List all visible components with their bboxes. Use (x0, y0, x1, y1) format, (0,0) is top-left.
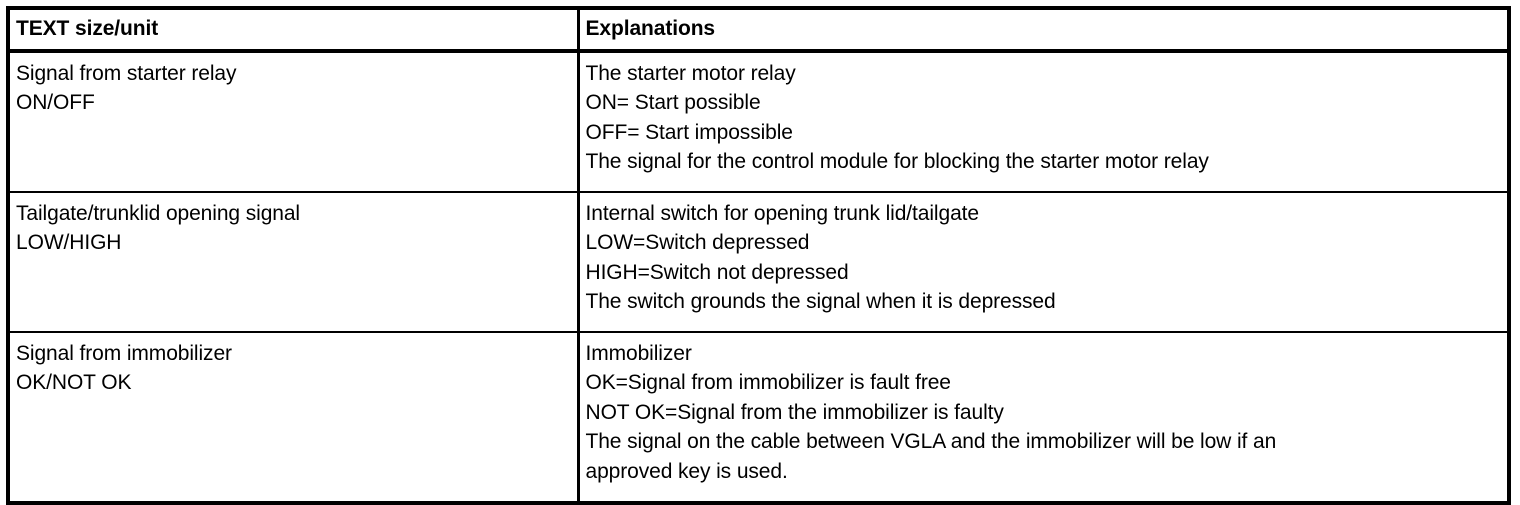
column-header-explanation: Explanations (578, 8, 1509, 53)
explanation-line: HIGH=Switch not depressed (585, 260, 849, 284)
page-root: TEXT size/unit Explanations Signal from … (6, 6, 1511, 505)
explanation-line: The signal for the control module for bl… (585, 150, 1209, 173)
row-explanation-cell: The starter motor relay ON= Start possib… (578, 51, 1509, 192)
explanation-line: ON= Start possible (585, 91, 761, 114)
explanation-line: The signal on the cable between VGLA and… (585, 430, 1277, 453)
term-line: ON/OFF (16, 91, 95, 114)
explanation-line: LOW=Switch depressed (585, 231, 810, 254)
explanation-line: approved key is used. (585, 459, 788, 483)
explanation-line: OFF= Start impossible (585, 120, 793, 144)
term-line: Tailgate/trunklid opening signal (16, 201, 300, 225)
term-line: OK/NOT OK (16, 371, 132, 394)
explanation-line: Internal switch for opening trunk lid/ta… (585, 201, 980, 225)
row-explanation-cell: Internal switch for opening trunk lid/ta… (578, 190, 1509, 332)
table-row: Tailgate/trunklid opening signal LOW/HIG… (8, 190, 1509, 332)
term-line: LOW/HIGH (16, 231, 122, 254)
row-explanation-cell: Immobilizer OK=Signal from immobilizer i… (578, 330, 1509, 503)
column-header-term: TEXT size/unit (8, 8, 580, 53)
explanation-line: The starter motor relay (585, 61, 796, 85)
explanation-line: NOT OK=Signal from the immobilizer is fa… (585, 400, 1004, 424)
table-row: Signal from immobilizer OK/NOT OK Immobi… (8, 330, 1509, 503)
term-line: Signal from starter relay (16, 61, 237, 85)
explanation-line: OK=Signal from immobilizer is fault free (585, 371, 951, 394)
row-term-cell: Tailgate/trunklid opening signal LOW/HIG… (8, 190, 580, 332)
table-header: TEXT size/unit Explanations (8, 8, 1509, 53)
row-term-cell: Signal from starter relay ON/OFF (8, 50, 580, 192)
explanation-line: The switch grounds the signal when it is… (585, 290, 1056, 313)
table-header-row: TEXT size/unit Explanations (8, 8, 1509, 53)
row-term-cell: Signal from immobilizer OK/NOT OK (8, 330, 580, 503)
table-body: Signal from starter relay ON/OFF The sta… (8, 50, 1509, 503)
signal-specification-table: TEXT size/unit Explanations Signal from … (6, 6, 1511, 505)
term-line: Signal from immobilizer (16, 341, 232, 365)
explanation-line: Immobilizer (585, 341, 692, 365)
table-row: Signal from starter relay ON/OFF The sta… (8, 50, 1509, 192)
